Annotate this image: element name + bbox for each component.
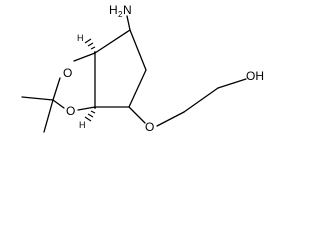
amine-n: N (123, 3, 132, 17)
hashed-bond-top (84, 38, 96, 53)
amine-h: H (109, 3, 118, 17)
bond-c2-methyl-a (21, 96, 54, 101)
ether-oxygen: O (145, 120, 154, 134)
amine-subscript: 2 (118, 10, 123, 19)
hydroxyl-group: OH (246, 69, 264, 83)
ring-bonds (94, 29, 147, 108)
bond-o-ch2 (156, 111, 185, 127)
bond-o1-c2 (52, 77, 61, 101)
bond-c3a-c4 (94, 29, 131, 54)
bond-c6-o-ether (128, 106, 146, 124)
hashed-bond-bottom (84, 107, 96, 122)
bond-c2-o3 (52, 99, 65, 109)
stereo-h-bottom: H (79, 120, 86, 130)
bond-c2-methyl-b (43, 99, 54, 133)
amine-label: H 2 N (109, 3, 132, 19)
substituent-bonds (126, 15, 247, 127)
molecule-structure: H 2 N O O O OH H H (21, 3, 264, 134)
bond-ch2-oh (217, 78, 247, 89)
bond-o3-c6a (77, 106, 96, 111)
ring-oxygen-bottom: O (66, 104, 75, 118)
dioxolane-bonds (21, 52, 96, 133)
bond-ch2-ch2 (183, 87, 219, 113)
stereo-h-top: H (77, 33, 84, 43)
ring-oxygen-top: O (63, 66, 72, 80)
bond-c4-c5 (129, 29, 147, 71)
bond-c4-n (126, 15, 131, 31)
bond-c3a-o1 (73, 52, 96, 62)
bond-c5-c6 (128, 69, 147, 108)
